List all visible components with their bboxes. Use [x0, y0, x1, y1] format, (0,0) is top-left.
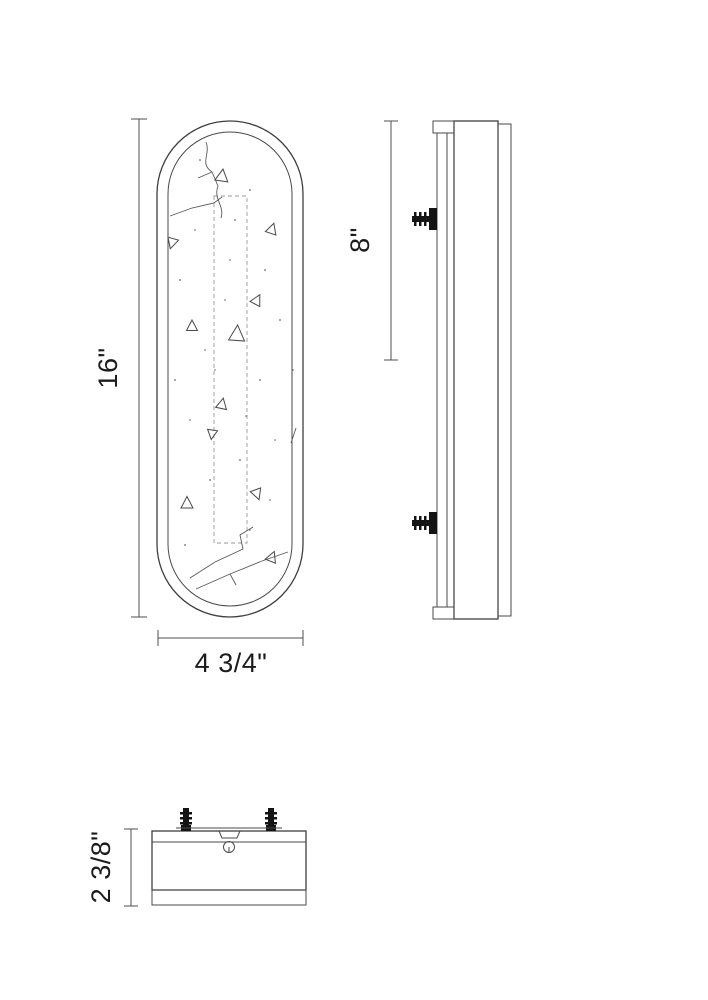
marble-specks — [174, 159, 294, 546]
hidden-backplate-outline — [213, 195, 248, 544]
side-mount-label: 8" — [345, 227, 375, 253]
dimension-front-width: 4 3/4" — [157, 630, 304, 678]
front-outer-frame — [156, 120, 304, 618]
bottom-crystal-strip — [151, 889, 307, 906]
dimension-side-mount: 8" — [345, 120, 398, 361]
side-bottom-tab — [432, 606, 455, 620]
bottom-view: 2 3/8" — [86, 808, 307, 907]
front-inner-frame — [167, 131, 293, 607]
front-width-label: 4 3/4" — [195, 648, 268, 678]
mounting-screw-bottom — [412, 512, 437, 534]
bottom-body — [151, 830, 307, 891]
front-view: 16" 4 3/4" — [93, 118, 304, 678]
side-crystal-strip — [497, 123, 512, 617]
dimension-front-height: 16" — [93, 118, 147, 618]
side-body — [453, 120, 499, 620]
marble-triangle-marks — [167, 168, 277, 565]
mount-bracket — [218, 830, 241, 839]
marble-crack-lines — [169, 141, 297, 590]
side-mount-plate — [436, 132, 455, 608]
side-top-tab — [432, 120, 455, 134]
side-view: 8" — [345, 120, 512, 620]
front-height-label: 16" — [93, 347, 123, 388]
dimension-depth: 2 3/8" — [86, 828, 138, 907]
depth-label: 2 3/8" — [86, 831, 116, 904]
mounting-screw-top — [412, 208, 437, 230]
